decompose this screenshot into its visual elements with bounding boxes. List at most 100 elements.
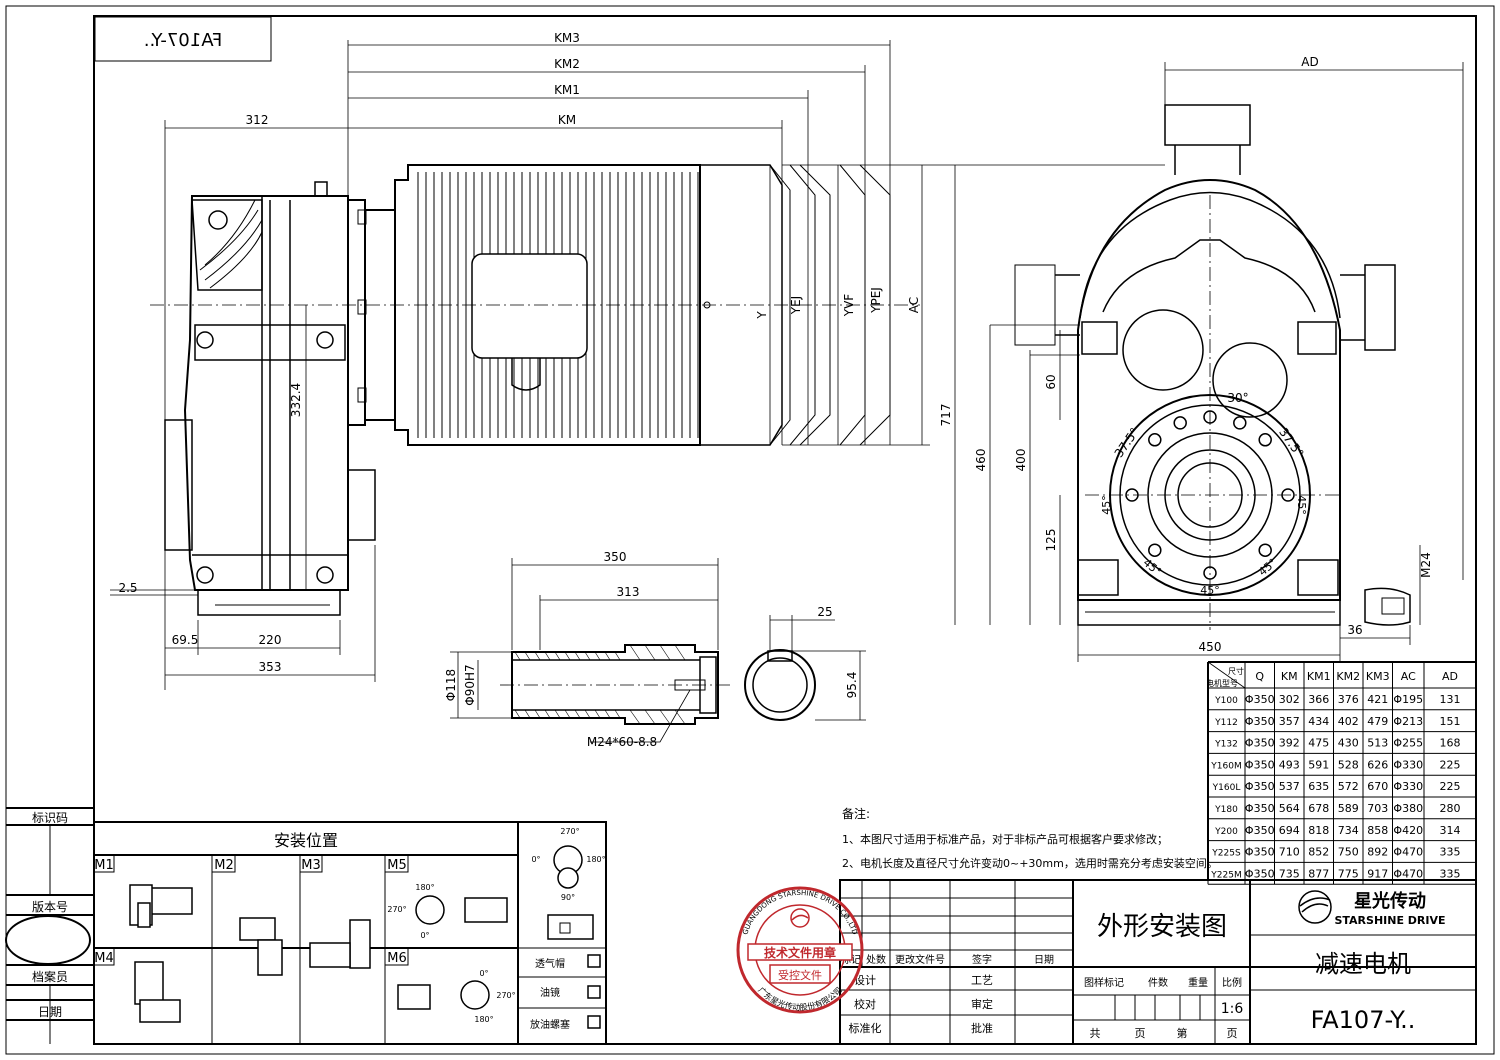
m5-angle-180: 180° <box>415 883 434 892</box>
page-total-unit: 页 <box>1135 1027 1146 1040</box>
table-cell: 710 <box>1279 846 1300 859</box>
tb-company-en: STARSHINE DRIVE <box>1334 914 1445 927</box>
dim-332-4: 332.4 <box>289 383 303 417</box>
dim-km1: KM1 <box>554 83 580 97</box>
thread-callout: M24*60-8.8 <box>587 735 657 749</box>
table-cell: 225 <box>1440 780 1461 793</box>
table-cell: Φ350 <box>1245 737 1275 750</box>
dim-60: 60 <box>1044 374 1058 389</box>
mini-m1 <box>129 884 193 928</box>
table-cell: 421 <box>1367 693 1388 706</box>
table-cell: 376 <box>1338 693 1359 706</box>
table-cell: Φ330 <box>1393 780 1423 793</box>
side-strip: 标识码 版本号 档案员 日期 <box>5 807 94 1044</box>
angle-37-5-right: 37.5° <box>1276 425 1306 460</box>
pos-m2: M2 <box>214 858 234 873</box>
table-cell: 750 <box>1338 846 1359 859</box>
table-cell: Φ380 <box>1393 802 1423 815</box>
table-cell: 735 <box>1279 867 1300 880</box>
t-angle-90: 90° <box>561 893 575 902</box>
table-cell: 626 <box>1367 758 1388 771</box>
sig-header-sign: 签字 <box>972 953 992 966</box>
role-process: 工艺 <box>971 974 993 987</box>
table-header: KM3 <box>1366 670 1390 683</box>
table-header: AC <box>1401 670 1416 683</box>
t-angle-0: 0° <box>531 855 540 864</box>
stamp-sub: 受控文件 <box>778 968 822 982</box>
dim-ad: AD <box>1301 55 1318 69</box>
table-cell: 858 <box>1367 824 1388 837</box>
table-header: KM2 <box>1336 670 1360 683</box>
angle-45-a: 45° <box>1100 495 1113 515</box>
table-cell: Φ350 <box>1245 715 1275 728</box>
dim-350: 350 <box>604 550 627 564</box>
label-date: 日期 <box>38 1005 62 1019</box>
m5-angle-270: 270° <box>387 905 406 914</box>
inner-frame <box>93 15 1477 1045</box>
page-current: 第 <box>1177 1026 1188 1040</box>
version-oval <box>5 915 91 965</box>
dim-m24: M24 <box>1419 552 1433 578</box>
stamp-ring-text: GUANGDONG STARSHINE DRIVE CO.,LTD <box>741 889 858 936</box>
tb-scale: 1:6 <box>1221 1001 1244 1017</box>
dim-yvf: YVF <box>842 294 856 318</box>
sig-header-date: 日期 <box>1034 954 1054 966</box>
control-stamp: GUANGDONG STARSHINE DRIVE CO.,LTD 广东星光传动… <box>736 886 864 1014</box>
dim-460: 460 <box>974 449 988 472</box>
page-total: 共 <box>1090 1027 1101 1040</box>
bolt-hole <box>1258 543 1272 557</box>
table-row-model: Y160M <box>1210 761 1241 771</box>
t-angle-180: 180° <box>586 855 605 864</box>
mini-m3 <box>309 919 371 969</box>
sig-header-count: 处数 <box>866 953 886 966</box>
table-row-model: Y132 <box>1214 740 1238 750</box>
m6-angle-180: 180° <box>474 1015 493 1024</box>
table-cell: Φ350 <box>1245 802 1275 815</box>
terminal-orientation: 270° 0° 180° 90° <box>531 827 606 940</box>
stage-weight: 重量 <box>1188 976 1208 989</box>
table-cell: 493 <box>1279 758 1300 771</box>
sig-header-doc: 更改文件号 <box>895 953 945 966</box>
table-cell: 335 <box>1440 846 1461 859</box>
angle-45-b: 45° <box>1295 495 1308 515</box>
bolt-hole <box>1148 543 1162 557</box>
table-cell: Φ350 <box>1245 780 1275 793</box>
m6-angle-270: 270° <box>496 991 515 1000</box>
label-id-code: 标识码 <box>32 811 68 825</box>
role-review: 审定 <box>971 997 993 1011</box>
table-cell: 151 <box>1440 715 1461 728</box>
table-cell: 479 <box>1367 715 1388 728</box>
dim-2-5: 2.5 <box>118 581 137 595</box>
table-cell: 131 <box>1440 693 1461 706</box>
table-cell: Φ470 <box>1393 846 1423 859</box>
drawing-code-box: FA107-Y.. <box>94 16 272 62</box>
stamp-ring-bottom: 广东星光传动股份有限公司 <box>756 985 843 1012</box>
role-design: 设计 <box>854 974 876 987</box>
table-row-model: Y200 <box>1214 827 1238 837</box>
legend-drain-plug: 放油螺塞 <box>530 1018 570 1031</box>
dim-95-4: 95.4 <box>845 672 859 699</box>
mini-m5: 180° 270° 0° <box>387 883 508 940</box>
install-position-panel: 安装位置 M1 M2 M3 M4 M5 M6 180° 270° 0° 0° 2… <box>93 821 607 1045</box>
pos-m1: M1 <box>94 858 114 873</box>
role-approve: 批准 <box>971 1021 993 1035</box>
table-cell: 852 <box>1308 846 1329 859</box>
pos-m3: M3 <box>301 858 321 873</box>
legend-oil-sight: 油镜 <box>540 986 560 999</box>
pos-m5: M5 <box>387 858 407 873</box>
stage-pieces: 件数 <box>1148 976 1168 989</box>
table-cell: 877 <box>1308 867 1329 880</box>
dim-450: 450 <box>1199 640 1222 654</box>
tb-code: FA107-Y.. <box>1311 1006 1416 1034</box>
mini-m6: 0° 270° 180° <box>397 969 516 1024</box>
legend-breather: 透气帽 <box>535 957 565 970</box>
stage-scale: 比例 <box>1222 976 1242 989</box>
table-cell: 734 <box>1338 824 1359 837</box>
table-cell: 678 <box>1308 802 1329 815</box>
company-logo <box>1298 890 1332 924</box>
notes: 备注: 1、本图尺寸适用于标准产品，对于非标产品可根据客户要求修改； 2、电机长… <box>842 806 1218 870</box>
table-cell: Φ195 <box>1393 693 1423 706</box>
table-cell: 357 <box>1279 715 1300 728</box>
table-cell: Φ213 <box>1393 715 1423 728</box>
